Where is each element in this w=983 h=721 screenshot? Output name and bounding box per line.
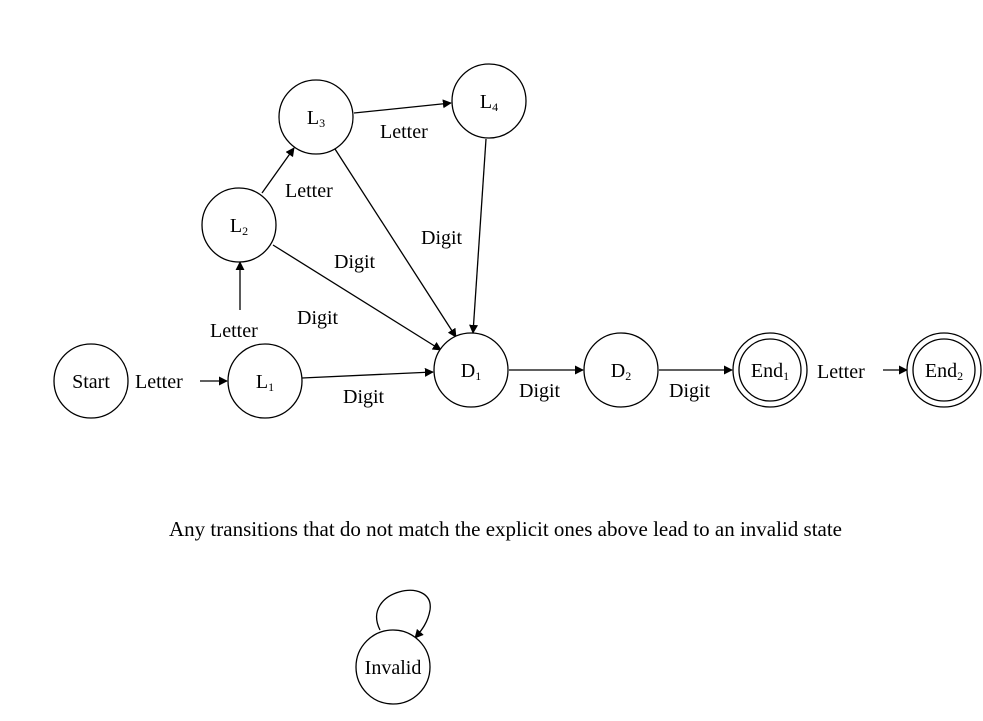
label-d2-end1: Digit xyxy=(669,380,711,402)
state-start-label: Start xyxy=(72,371,110,393)
invalid-transitions-note: Any transitions that do not match the ex… xyxy=(169,517,842,541)
edge-l2-l3 xyxy=(261,147,295,194)
state-l1-label: L1 xyxy=(256,371,274,394)
state-l3-label: L3 xyxy=(307,107,325,130)
state-d2: D2 xyxy=(583,332,659,408)
state-end1: End1 xyxy=(732,332,808,408)
edge-l4-d1 xyxy=(469,138,487,334)
state-l3: L3 xyxy=(278,79,354,155)
label-l3-l4: Letter xyxy=(380,121,428,143)
label-l2-d1-b: Digit xyxy=(297,307,339,329)
state-d2-label: D2 xyxy=(611,360,631,383)
state-d1: D1 xyxy=(433,332,509,408)
state-l4-label: L4 xyxy=(480,91,498,114)
label-l2-l3: Letter xyxy=(285,180,333,202)
state-l2-label: L2 xyxy=(230,215,248,238)
label-l1-l2: Letter xyxy=(210,320,258,342)
edge-l1-d1 xyxy=(301,367,434,379)
state-d1-label: D1 xyxy=(461,360,481,383)
state-end1-label: End1 xyxy=(751,360,789,383)
edges xyxy=(200,99,908,639)
edge-l3-l4 xyxy=(353,99,452,114)
state-end2: End2 xyxy=(906,332,982,408)
label-l2-d1: Digit xyxy=(334,251,376,273)
edge-l2-d1 xyxy=(272,244,442,351)
state-invalid: Invalid xyxy=(355,629,431,705)
edge-l3-d1 xyxy=(334,148,457,338)
state-end2-label: End2 xyxy=(925,360,963,383)
state-l2: L2 xyxy=(201,187,277,263)
state-l4: L4 xyxy=(451,63,527,139)
edge-invalid-self-loop xyxy=(376,589,431,639)
label-end1-end2: Letter xyxy=(817,361,865,383)
label-start-l1: Letter xyxy=(135,371,183,393)
label-l4-d1: Digit xyxy=(421,227,463,249)
edge-labels: Letter Letter Letter Letter Digit Digit … xyxy=(135,121,865,408)
state-invalid-label: Invalid xyxy=(365,657,422,679)
label-d1-d2: Digit xyxy=(519,380,561,402)
state-start: Start xyxy=(53,343,129,419)
state-l1: L1 xyxy=(227,343,303,419)
label-l1-d1: Digit xyxy=(343,386,385,408)
